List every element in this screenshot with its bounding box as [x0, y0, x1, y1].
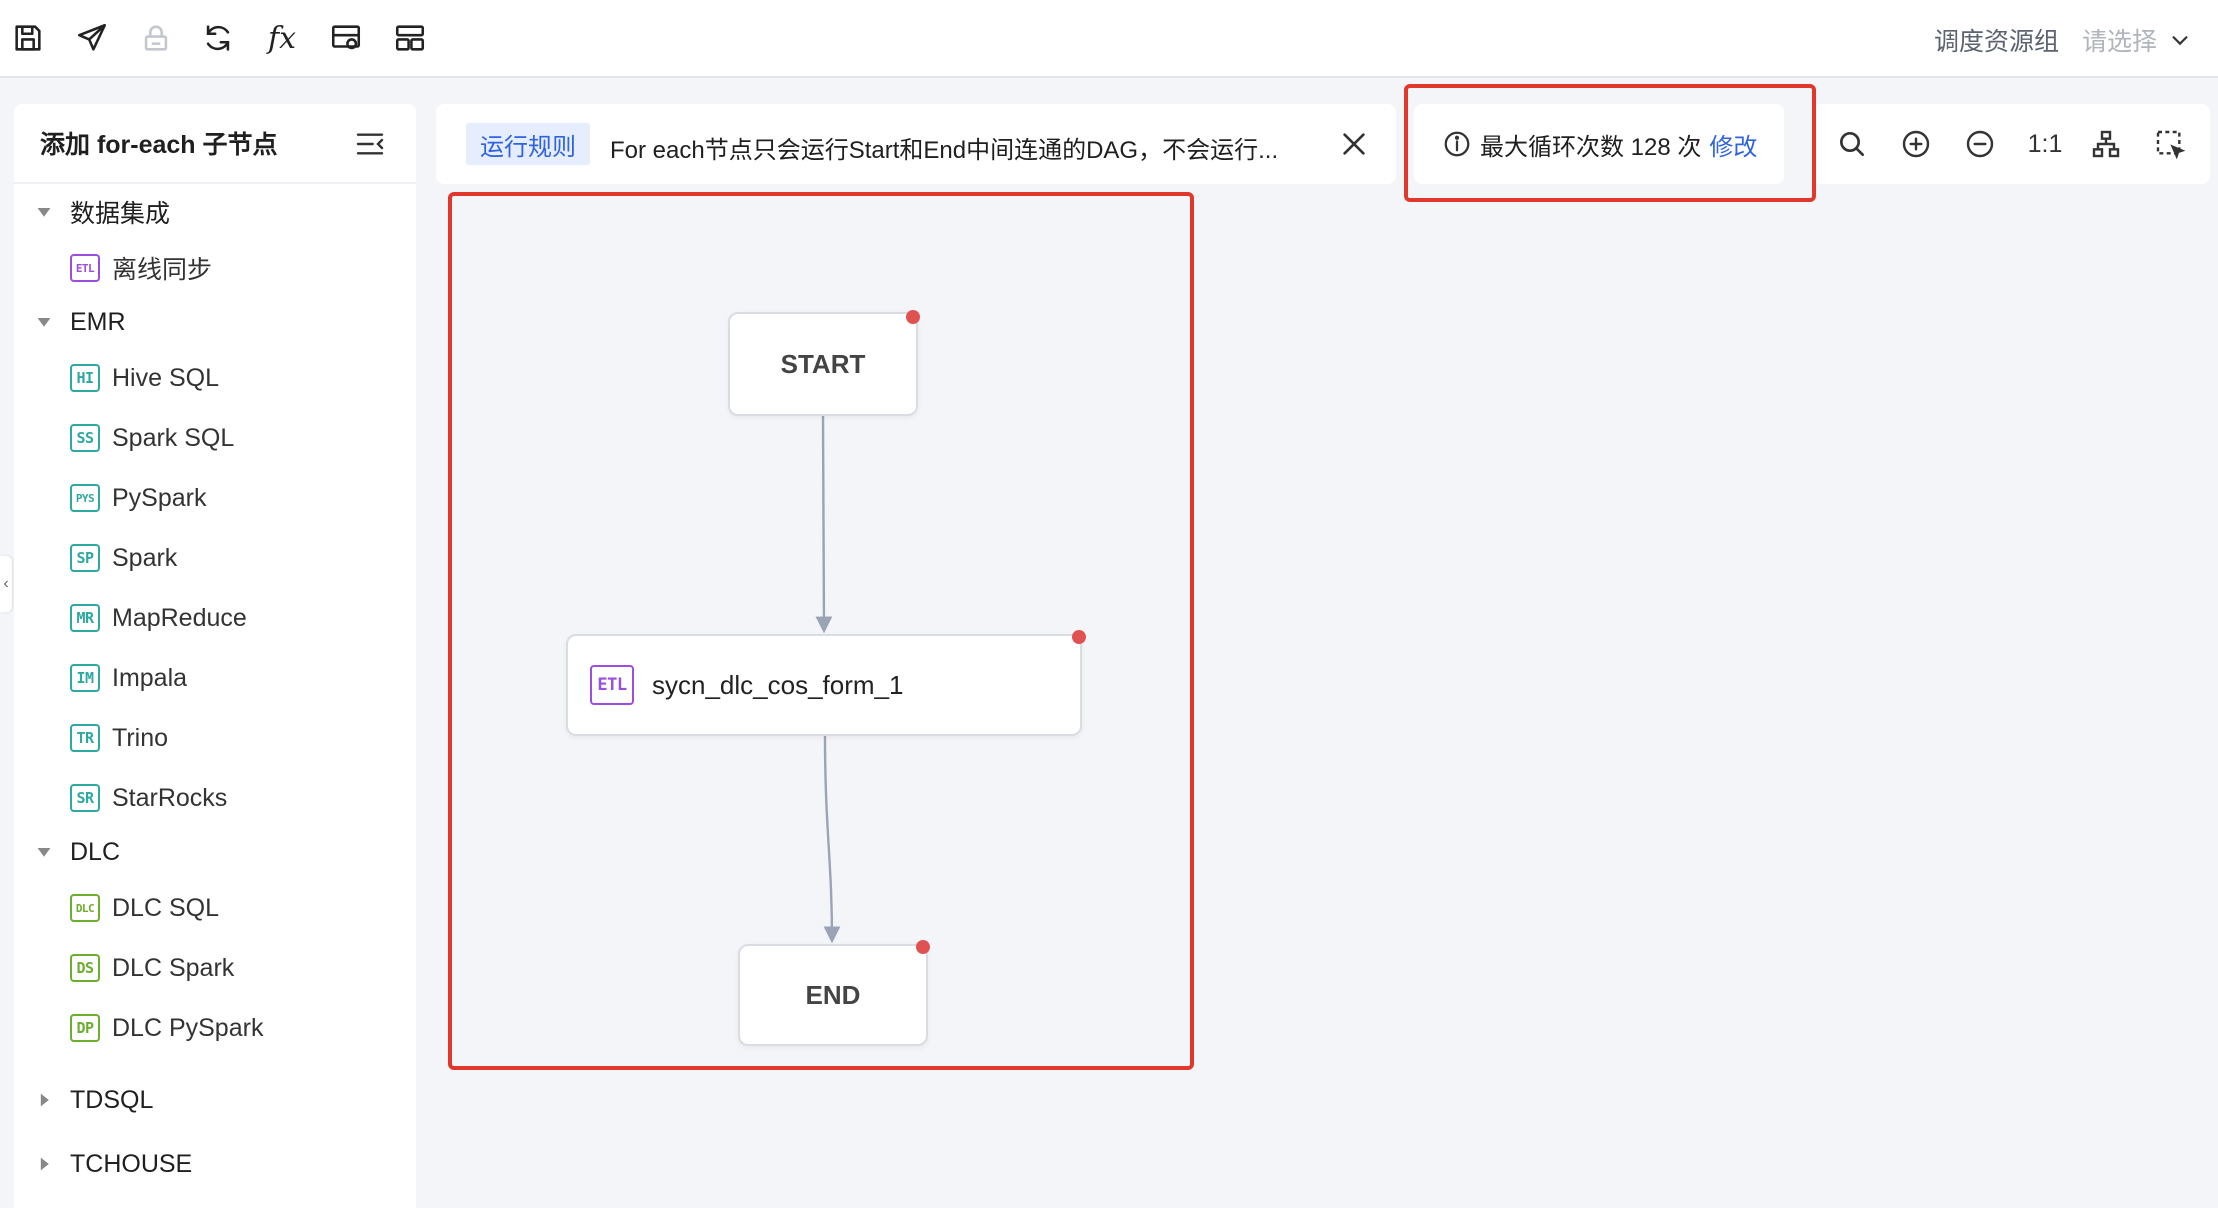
- sidebar-item-label: Spark: [112, 543, 178, 572]
- caret-down-icon: [37, 848, 51, 857]
- actual-size-button[interactable]: 1:1: [2024, 126, 2066, 162]
- edge-task-to-end: [823, 735, 841, 944]
- edit-loop-link[interactable]: 修改: [1709, 133, 1758, 161]
- caret-down-icon: [37, 318, 51, 327]
- sidebar-group-emr[interactable]: EMR: [14, 300, 416, 344]
- end-node[interactable]: END: [738, 940, 930, 1046]
- sidebar-item-label: StarRocks: [112, 783, 228, 812]
- ratio-label: 1:1: [2027, 129, 2063, 158]
- sp-icon: SP: [70, 544, 100, 572]
- sidebar-item-mapreduce[interactable]: MR MapReduce: [14, 588, 416, 648]
- sidebar-item-label: 离线同步: [112, 256, 213, 284]
- layout-icon[interactable]: [388, 16, 432, 60]
- sidebar-group-tdsql[interactable]: TDSQL: [14, 1078, 416, 1122]
- start-node-label: START: [780, 348, 866, 379]
- hi-icon: HI: [70, 364, 100, 392]
- sidebar-item-label: Impala: [112, 663, 188, 692]
- dlc-icon: DLC: [70, 894, 100, 922]
- pys-icon: PYS: [70, 484, 100, 512]
- sidebar-item-label: Spark SQL: [112, 423, 235, 452]
- sidebar-item-离线同步[interactable]: ETL 离线同步: [14, 238, 416, 298]
- sidebar-item-dlc-spark[interactable]: DS DLC Spark: [14, 938, 416, 998]
- caret-right-icon: [40, 1093, 49, 1107]
- etl-icon: ETL: [590, 665, 634, 705]
- sidebar-group-label: TDSQL: [70, 1085, 154, 1114]
- sidebar-item-label: Trino: [112, 723, 169, 752]
- sidebar-item-label: MapReduce: [112, 603, 247, 632]
- sidebar-item-spark[interactable]: SP Spark: [14, 528, 416, 588]
- send-icon[interactable]: [70, 16, 114, 60]
- im-icon: IM: [70, 664, 100, 692]
- sidebar-group-数据集成[interactable]: 数据集成: [14, 190, 416, 234]
- tr-icon: TR: [70, 724, 100, 752]
- run-rule-text: For each节点只会运行Start和End中间连通的DAG，不会运行...: [610, 137, 1279, 164]
- sidebar-item-trino[interactable]: TR Trino: [14, 708, 416, 768]
- dp-icon: DP: [70, 1014, 100, 1042]
- sidebar-group-label: EMR: [70, 307, 126, 336]
- end-status-dot: [916, 940, 930, 954]
- sidebar-group-label: DLC: [70, 837, 121, 866]
- task-status-dot: [1072, 630, 1086, 644]
- resource-group-label: 调度资源组: [1934, 28, 2060, 56]
- chevron-down-icon: [2172, 36, 2188, 46]
- run-rule-tag: 运行规则: [466, 123, 590, 165]
- caret-right-icon: [40, 1157, 49, 1171]
- sidebar-title: 添加 for-each 子节点: [40, 131, 278, 159]
- sidebar-item-hive-sql[interactable]: HI Hive SQL: [14, 348, 416, 408]
- close-icon[interactable]: [1338, 128, 1370, 160]
- sidebar-group-tchouse[interactable]: TCHOUSE: [14, 1142, 416, 1186]
- resource-group-placeholder: 请选择: [2082, 28, 2158, 56]
- collapse-sidebar-icon[interactable]: [354, 128, 386, 160]
- zoom-in-icon[interactable]: [1898, 126, 1934, 162]
- sidebar-header: 添加 for-each 子节点: [14, 104, 416, 184]
- task-node[interactable]: ETL sycn_dlc_cos_form_1: [566, 630, 1086, 736]
- resource-icon[interactable]: [324, 16, 368, 60]
- start-status-dot: [906, 310, 920, 324]
- resource-group-select[interactable]: 请选择: [2082, 22, 2191, 58]
- sidebar-item-label: PySpark: [112, 483, 207, 512]
- node-type-list: 数据集成 ETL 离线同步 EMR HI Hive SQL SS Spark SQL PYS Py…: [14, 184, 416, 1186]
- sidebar-expand-handle[interactable]: ‹: [0, 556, 12, 612]
- sidebar-item-dlc-sql[interactable]: DLC DLC SQL: [14, 878, 416, 938]
- sidebar-item-spark-sql[interactable]: SS Spark SQL: [14, 408, 416, 468]
- function-icon[interactable]: fx: [267, 20, 297, 56]
- ss-icon: SS: [70, 424, 100, 452]
- caret-down-icon: [37, 208, 51, 217]
- run-rule-notice: 运行规则 For each节点只会运行Start和End中间连通的DAG，不会运…: [436, 104, 1396, 184]
- start-node[interactable]: START: [728, 310, 920, 416]
- select-area-icon[interactable]: [2152, 126, 2188, 162]
- canvas-controls: 1:1: [1812, 104, 2210, 184]
- sidebar-group-label: TCHOUSE: [70, 1149, 193, 1178]
- max-loop-panel: 最大循环次数 128 次 修改: [1414, 104, 1784, 184]
- zoom-out-icon[interactable]: [1962, 126, 1998, 162]
- sidebar-item-pyspark[interactable]: PYS PySpark: [14, 468, 416, 528]
- etl-icon: ETL: [70, 254, 100, 282]
- max-loop-text: 最大循环次数 128 次: [1480, 133, 1702, 161]
- lock-icon: [134, 16, 178, 60]
- sidebar-item-dlc-pyspark[interactable]: DP DLC PySpark: [14, 998, 416, 1058]
- mr-icon: MR: [70, 604, 100, 632]
- sidebar-item-impala[interactable]: IM Impala: [14, 648, 416, 708]
- search-icon[interactable]: [1834, 126, 1870, 162]
- sidebar-item-starrocks[interactable]: SR StarRocks: [14, 768, 416, 828]
- sidebar-item-label: Hive SQL: [112, 363, 219, 392]
- sr-icon: SR: [70, 784, 100, 812]
- sidebar-group-label: 数据集成: [70, 200, 171, 228]
- save-icon[interactable]: [6, 16, 50, 60]
- info-icon: [1444, 131, 1470, 157]
- ds-icon: DS: [70, 954, 100, 982]
- sidebar-group-dlc[interactable]: DLC: [14, 830, 416, 874]
- sidebar-item-label: DLC SQL: [112, 893, 219, 922]
- top-toolbar: fx 调度资源组 请选择: [0, 0, 2218, 78]
- refresh-icon[interactable]: [196, 16, 240, 60]
- node-palette-sidebar: 添加 for-each 子节点 数据集成 ETL 离线同步 EMR HI Hive SQL…: [14, 104, 416, 1208]
- sidebar-item-label: DLC PySpark: [112, 1013, 264, 1042]
- end-node-label: END: [805, 979, 861, 1010]
- edge-start-to-task: [815, 415, 833, 634]
- sidebar-item-label: DLC Spark: [112, 953, 235, 982]
- task-node-label: sycn_dlc_cos_form_1: [652, 669, 904, 700]
- auto-layout-icon[interactable]: [2088, 126, 2124, 162]
